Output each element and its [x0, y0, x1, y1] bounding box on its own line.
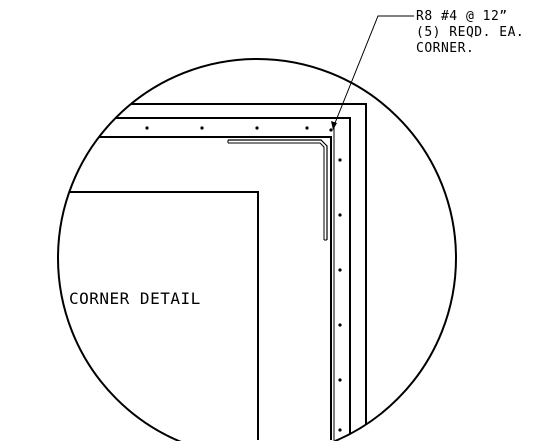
outer-wall-line [58, 103, 367, 440]
clipped-detail-geometry [58, 103, 367, 440]
callout-line-3: CORNER. [416, 41, 474, 56]
corner-rebar-bar-inner [228, 142, 325, 240]
anchor-dot [145, 126, 149, 130]
leader-arrowhead [331, 121, 337, 130]
anchor-dot [338, 158, 342, 162]
anchor-dot [329, 128, 333, 132]
panel-outer-edge [58, 117, 351, 440]
anchor-dot [338, 428, 342, 432]
detail-title-label: CORNER DETAIL [69, 289, 201, 308]
side-anchor-dots [338, 158, 342, 432]
anchor-dot [338, 378, 342, 382]
anchor-dot [338, 323, 342, 327]
panel-inner-edge [58, 136, 332, 440]
detail-circle [57, 58, 457, 441]
anchor-dot [90, 126, 94, 130]
anchor-dot [338, 213, 342, 217]
anchor-dot [255, 126, 259, 130]
callout-line-2: (5) REQD. EA. [416, 25, 524, 40]
anchor-dot [305, 126, 309, 130]
top-anchor-dots [90, 126, 333, 132]
callout-line-1: R8 #4 @ 12” [416, 9, 508, 24]
corner-rebar-bar [228, 139, 328, 240]
anchor-dot [338, 268, 342, 272]
callout-leader-line [332, 15, 414, 129]
interior-slab-outline [58, 191, 259, 440]
anchor-dot [200, 126, 204, 130]
